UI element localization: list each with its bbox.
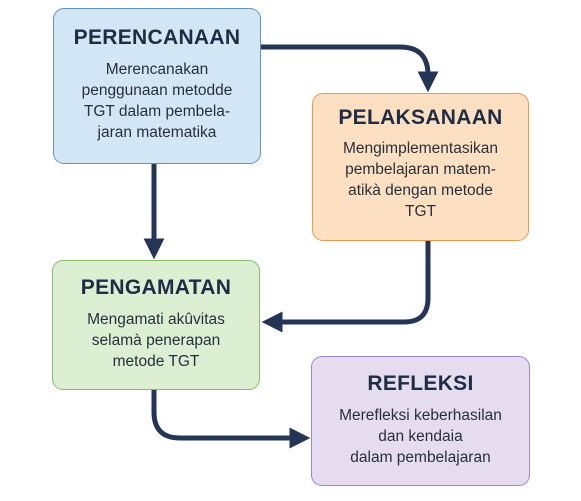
arrow-perencanaan-to-pelaksanaan — [261, 44, 439, 93]
reflection-box: REFLEKSI Merefleksi keberhasilan dan ken… — [311, 356, 530, 486]
action-box: PELAKSANAAN Mengimplementasikan pembelaj… — [312, 93, 529, 241]
planning-box: PERENCANAAN Merencanakan penggunaan meto… — [53, 8, 261, 164]
arrow-pelaksanaan-to-pengamatan — [261, 241, 431, 333]
observation-description: Mengamati akûvitas selamà penerapan meto… — [87, 311, 225, 370]
action-title: PELAKSANAAN — [338, 106, 503, 129]
reflection-description: Merefleksi keberhasilan dan kendaia dala… — [339, 407, 502, 466]
action-description: Mengimplementasikan pembelajaran matem- … — [342, 140, 499, 220]
reflection-title: REFLEKSI — [367, 372, 474, 395]
observation-title: PENGAMATAN — [80, 276, 232, 299]
planning-title: PERENCANAAN — [73, 26, 241, 49]
planning-description: Merencanakan penggunaan metodde TGT dala… — [81, 61, 233, 141]
observation-box: PENGAMATAN Mengamati akûvitas selamà pen… — [52, 260, 260, 390]
arrow-pengamatan-to-refleksi — [151, 390, 311, 449]
